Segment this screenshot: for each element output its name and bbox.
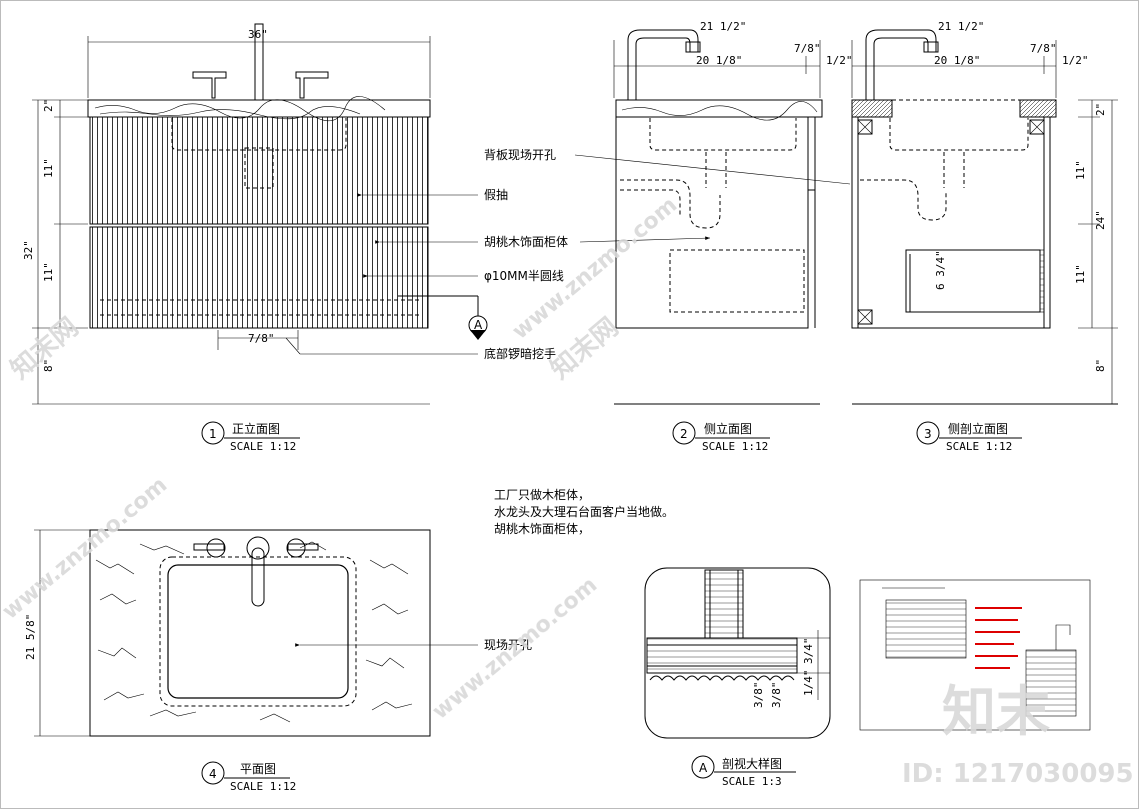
svg-text:3/8": 3/8" — [752, 682, 765, 709]
svg-text:3/8": 3/8" — [770, 682, 783, 709]
title-section: 侧剖立面图 — [948, 421, 1008, 436]
detail-view: 3/4" 1/4" 3/8" 3/8" A 剖视大样图 SCALE 1:3 — [644, 567, 831, 788]
note-line-2: 水龙头及大理石台面客户当地做。 — [494, 504, 674, 519]
svg-text:32": 32" — [22, 240, 35, 260]
front-cabinet-lower — [89, 226, 429, 329]
svg-text:11": 11" — [1074, 160, 1087, 180]
callout-walnut-cabinet: 胡桃木饰面柜体 — [484, 234, 568, 249]
svg-text:24": 24" — [1094, 210, 1107, 230]
scale-plan: SCALE 1:12 — [230, 780, 296, 793]
svg-text:2": 2" — [1094, 103, 1107, 116]
svg-text:11": 11" — [1074, 264, 1087, 284]
callout-bottom-handle: 底部锣暗挖手 — [484, 346, 556, 361]
front-elevation: 36" 2" 11" 11" 32" 8" — [22, 23, 568, 453]
title-side: 侧立面图 — [704, 421, 752, 436]
title-plan: 平面图 — [240, 762, 276, 776]
svg-text:1/2": 1/2" — [826, 54, 853, 67]
svg-text:1/2": 1/2" — [1062, 54, 1089, 67]
thumbnail-sheet — [859, 579, 1091, 731]
front-cabinet-upper — [89, 116, 429, 225]
svg-text:7/8": 7/8" — [1030, 42, 1057, 55]
scale-front: SCALE 1:12 — [230, 440, 296, 453]
watermark-logo-2: 知末网 — [545, 312, 624, 385]
callout-fake-drawer: 假抽 — [484, 188, 508, 202]
svg-text:6 3/4": 6 3/4" — [934, 250, 947, 290]
note-line-1: 工厂只做木柜体， — [494, 487, 590, 502]
callout-back-panel-hole: 背板现场开孔 — [484, 148, 556, 162]
callout-half-round-line: φ10MM半圆线 — [484, 269, 564, 283]
svg-text:11": 11" — [42, 158, 55, 178]
dim-front-width: 36" — [248, 28, 268, 41]
svg-text:8": 8" — [42, 359, 55, 372]
plan-sink-cutout — [167, 564, 349, 699]
scale-detail: SCALE 1:3 — [722, 775, 782, 788]
notes: 工厂只做木柜体， 水龙头及大理石台面客户当地做。 胡桃木饰面柜体， — [494, 487, 674, 536]
svg-text:3/4": 3/4" — [802, 638, 815, 665]
title-detail: 剖视大样图 — [722, 756, 782, 771]
svg-text:A: A — [699, 761, 708, 775]
svg-text:21 1/2": 21 1/2" — [938, 20, 984, 33]
watermark-id: ID: 1217030095 — [902, 759, 1134, 789]
watermark-site-2: www.znzmo.com — [428, 573, 602, 725]
svg-text:7/8": 7/8" — [248, 332, 275, 345]
callout-site-hole: 现场开孔 — [484, 638, 532, 652]
svg-text:11": 11" — [42, 262, 55, 282]
section-marker-label: A — [474, 318, 483, 332]
svg-text:7/8": 7/8" — [794, 42, 821, 55]
svg-text:1/4": 1/4" — [802, 670, 815, 697]
watermark-logo-1: 知末网 — [5, 312, 84, 385]
section-elevation: 21 1/2" 20 1/8" 7/8" 1/2" 6 3/4" 2" — [851, 20, 1118, 453]
svg-text:8": 8" — [1094, 359, 1107, 372]
side-elevation: 21 1/2" 20 1/8" 7/8" 1/2" 背板现场开孔 2 侧立面图 … — [484, 20, 853, 453]
svg-text:20 1/8": 20 1/8" — [934, 54, 980, 67]
svg-text:21 1/2": 21 1/2" — [700, 20, 746, 33]
svg-text:1: 1 — [209, 427, 217, 441]
note-line-3: 胡桃木饰面柜体， — [494, 521, 590, 536]
title-front: 正立面图 — [232, 421, 280, 436]
plan-view: 21 5/8" 现场开孔 4 平面图 SCALE 1:12 — [24, 529, 532, 793]
watermark-brand: 知末 — [942, 680, 1050, 743]
scale-side: SCALE 1:12 — [702, 440, 768, 453]
svg-text:4: 4 — [209, 767, 217, 781]
svg-text:3: 3 — [924, 427, 932, 441]
svg-text:2: 2 — [680, 427, 688, 441]
svg-text:2": 2" — [42, 99, 55, 112]
svg-text:20 1/8": 20 1/8" — [696, 54, 742, 67]
scale-section: SCALE 1:12 — [946, 440, 1012, 453]
svg-text:21 5/8": 21 5/8" — [24, 614, 37, 660]
